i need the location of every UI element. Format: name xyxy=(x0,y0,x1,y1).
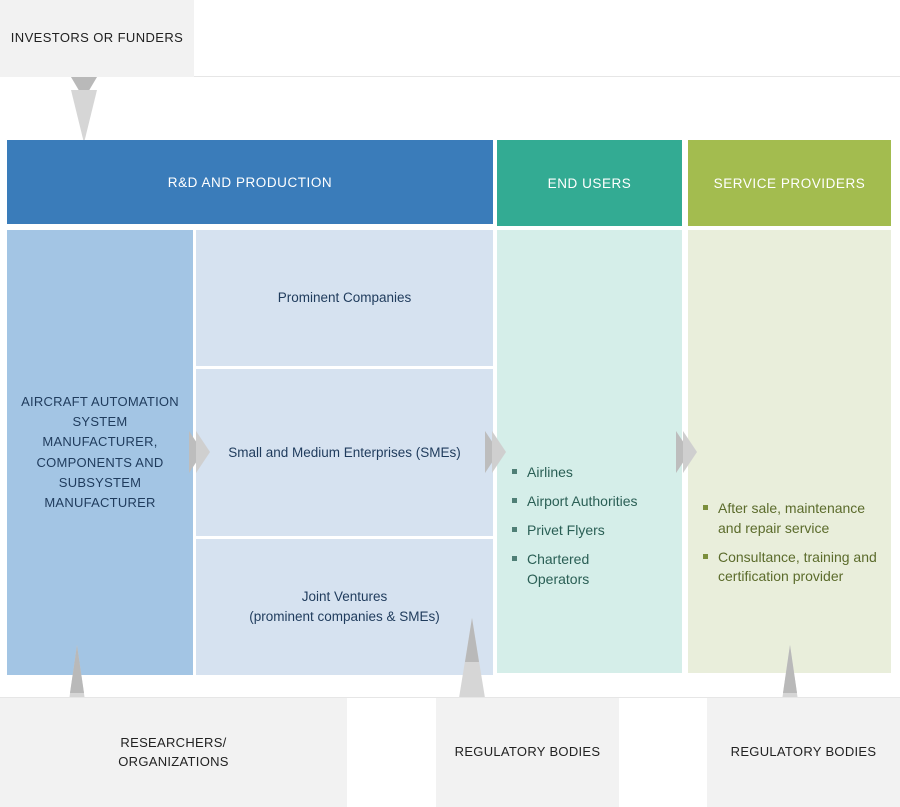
investors-or-funders-label: INVESTORS OR FUNDERS xyxy=(10,30,184,46)
arrow-up-regulatory-bodies-center xyxy=(458,618,486,698)
joint-ventures-label: Joint Ventures xyxy=(301,589,388,605)
investors-or-funders-box: INVESTORS OR FUNDERS xyxy=(0,0,194,77)
top-divider-line xyxy=(194,76,900,77)
list-item: Chartered Operators xyxy=(509,550,647,590)
list-item: After sale, maintenance and repair servi… xyxy=(700,499,883,539)
service-providers-panel: After sale, maintenance and repair servi… xyxy=(688,230,891,673)
column-header-service-providers: SERVICE PROVIDERS xyxy=(688,140,891,226)
list-item: Airlines xyxy=(509,463,682,483)
end-user-airport-authorities: Airport Authorities xyxy=(527,493,638,510)
column-header-rd-and-production: R&D AND PRODUCTION xyxy=(7,140,493,224)
regulatory-bodies-right-label: REGULATORY BODIES xyxy=(730,744,877,760)
list-item: Consultance, training and certification … xyxy=(700,548,883,588)
aircraft-automation-manufacturer-label: AIRCRAFT AUTOMATION SYSTEM MANUFACTURER,… xyxy=(21,394,179,510)
researchers-organizations-label-line2: ORGANIZATIONS xyxy=(118,753,229,769)
chevron-right-icon-to-end-users xyxy=(485,428,511,478)
column-header-service-providers-label: SERVICE PROVIDERS xyxy=(713,175,866,191)
regulatory-bodies-box-center: REGULATORY BODIES xyxy=(436,698,619,807)
bullet-square-icon xyxy=(512,555,517,561)
list-item: Airport Authorities xyxy=(509,492,682,512)
regulatory-bodies-box-right: REGULATORY BODIES xyxy=(707,698,900,807)
smes-label: Small and Medium Enterprises (SMEs) xyxy=(228,444,461,460)
chevron-right-icon-rd-internal xyxy=(189,428,215,478)
column-header-end-users-label: END USERS xyxy=(547,175,632,191)
aircraft-automation-manufacturer-panel: AIRCRAFT AUTOMATION SYSTEM MANUFACTURER,… xyxy=(7,230,193,675)
smes-panel: Small and Medium Enterprises (SMEs) xyxy=(196,369,493,536)
service-after-sale-maintenance: After sale, maintenance and repair servi… xyxy=(718,499,866,536)
list-item: Privet Flyers xyxy=(509,521,682,541)
bullet-square-icon xyxy=(703,504,708,510)
joint-ventures-sublabel: (prominent companies & SMEs) xyxy=(249,609,440,624)
researchers-organizations-label-line1: RESEARCHERS/ xyxy=(120,735,227,751)
service-consultance-training: Consultance, training and certification … xyxy=(718,548,877,585)
regulatory-bodies-center-label: REGULATORY BODIES xyxy=(454,744,601,760)
bullet-square-icon xyxy=(512,469,517,475)
arrow-down-investors xyxy=(70,77,98,143)
service-providers-list: After sale, maintenance and repair servi… xyxy=(688,499,891,588)
prominent-companies-label: Prominent Companies xyxy=(277,290,412,306)
end-users-panel: Airlines Airport Authorities Privet Flye… xyxy=(497,230,682,673)
bullet-square-icon xyxy=(512,527,517,533)
researchers-organizations-box: RESEARCHERS/ ORGANIZATIONS xyxy=(0,698,347,807)
bottom-divider-line xyxy=(0,697,900,698)
bullet-square-icon xyxy=(703,553,708,559)
end-users-list: Airlines Airport Authorities Privet Flye… xyxy=(497,463,682,589)
chevron-right-icon-to-service-providers xyxy=(676,428,702,478)
bullet-square-icon xyxy=(512,498,517,504)
joint-ventures-panel: Joint Ventures (prominent companies & SM… xyxy=(196,539,493,675)
end-user-privet-flyers: Privet Flyers xyxy=(527,522,605,539)
end-user-chartered-operators: Chartered Operators xyxy=(527,550,590,587)
prominent-companies-panel: Prominent Companies xyxy=(196,230,493,366)
column-header-rd-label: R&D AND PRODUCTION xyxy=(167,174,333,190)
end-user-airlines: Airlines xyxy=(527,464,573,481)
column-header-end-users: END USERS xyxy=(497,140,682,226)
